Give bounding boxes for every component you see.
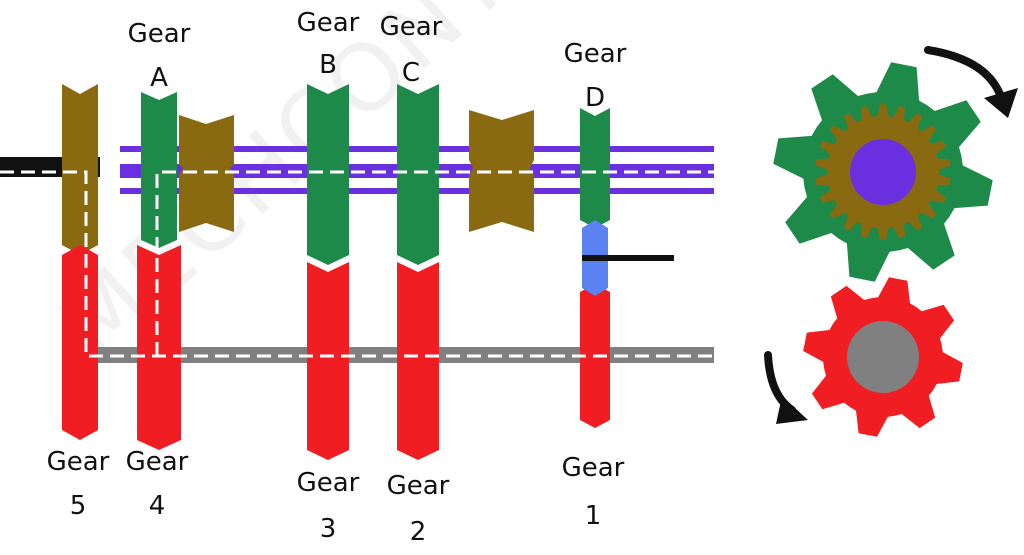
gear-a-body xyxy=(141,92,177,248)
gear-3-label: Gear 3 xyxy=(296,468,360,544)
small-gear-icon xyxy=(803,277,963,437)
gear-b-body xyxy=(307,84,349,265)
gear-3-body xyxy=(307,262,349,460)
clockwise-arrow-icon xyxy=(924,46,1018,118)
small-gear-hub xyxy=(847,321,919,393)
gear-c-body xyxy=(397,84,439,265)
gear-4-label: Gear 4 xyxy=(125,447,189,521)
gear-c-label: Gear C xyxy=(379,12,443,88)
gear-5-label: Gear 5 xyxy=(46,447,110,521)
gear-4-body xyxy=(137,245,181,450)
large-gear-hub xyxy=(850,139,916,205)
gear-d-body xyxy=(580,108,610,228)
gear-2-label: Gear 2 xyxy=(386,471,450,547)
large-gear-icon xyxy=(773,62,993,282)
gear-5-upper-body xyxy=(62,84,98,255)
counter-arrow-icon xyxy=(764,351,808,424)
power-flow-path xyxy=(0,170,714,358)
gear-b-label: Gear B xyxy=(296,8,360,80)
gear-a-label: Gear A xyxy=(127,19,191,93)
reverse-idler-shaft xyxy=(582,255,674,261)
gear-5-body xyxy=(62,245,98,440)
gear-2-body xyxy=(397,262,439,460)
gear-1-label: Gear 1 xyxy=(561,453,625,531)
gear-d-label: Gear D xyxy=(563,39,627,113)
